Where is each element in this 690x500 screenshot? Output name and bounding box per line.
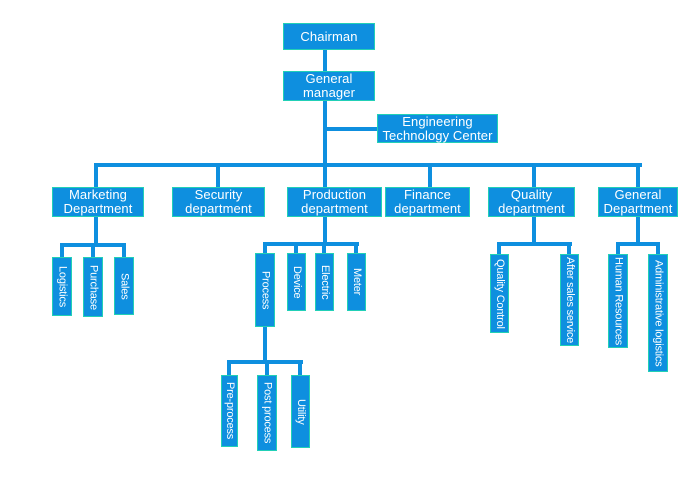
connector-drop-electric: [322, 246, 326, 253]
node-pre-process[interactable]: Pre-process: [221, 375, 238, 447]
connector-marketing-children: [94, 217, 98, 243]
connector-drop-quality: [532, 167, 536, 187]
connector-drop-sales: [122, 247, 126, 257]
connector-general-children: [636, 217, 640, 242]
node-general-department[interactable]: General Department: [598, 187, 678, 217]
node-logistics[interactable]: Logistics: [52, 257, 72, 316]
connector-departments-rail: [94, 163, 642, 167]
connector-production-rail: [263, 242, 359, 246]
node-electric[interactable]: Electric: [315, 253, 334, 311]
node-quality-department[interactable]: Quality department: [488, 187, 575, 217]
node-finance-department[interactable]: Finance department: [385, 187, 470, 217]
connector-drop-marketing: [94, 167, 98, 187]
node-engineering-technology-center[interactable]: Engineering Technology Center: [377, 114, 498, 143]
connector-drop-post-process: [265, 364, 269, 375]
node-quality-control[interactable]: Quality Control: [490, 254, 509, 333]
node-administrative-logistics[interactable]: Administrative logistics: [648, 254, 668, 372]
connector-quality-rail: [497, 242, 572, 246]
node-purchase[interactable]: Purchase: [83, 257, 103, 317]
connector-gm-engineering: [325, 127, 377, 131]
connector-process-rail: [227, 360, 303, 364]
node-meter[interactable]: Meter: [347, 253, 366, 311]
connector-drop-utility: [298, 364, 302, 375]
connector-drop-admin-logistics: [656, 246, 660, 254]
connector-drop-finance: [428, 167, 432, 187]
connector-chairman-gm: [323, 50, 327, 71]
node-after-sales-service[interactable]: After sales service: [560, 254, 579, 346]
node-human-resources[interactable]: Human Resources: [608, 254, 628, 348]
connector-drop-general: [636, 167, 640, 187]
connector-gm-main: [323, 100, 327, 187]
connector-general-rail: [616, 242, 660, 246]
connector-production-children: [323, 217, 327, 242]
node-sales[interactable]: Sales: [114, 257, 134, 315]
connector-quality-children: [532, 217, 536, 242]
node-production-department[interactable]: Production department: [287, 187, 382, 217]
connector-process-children: [263, 327, 267, 360]
connector-drop-security: [216, 167, 220, 187]
connector-drop-human-resources: [616, 246, 620, 254]
node-general-manager[interactable]: General manager: [283, 71, 375, 101]
connector-drop-device: [294, 246, 298, 253]
connector-drop-pre-process: [227, 364, 231, 375]
node-device[interactable]: Device: [287, 253, 306, 311]
node-marketing-department[interactable]: Marketing Department: [52, 187, 144, 217]
node-chairman[interactable]: Chairman: [283, 23, 375, 50]
connector-drop-meter: [354, 246, 358, 253]
node-post-process[interactable]: Post process: [257, 375, 277, 451]
connector-marketing-rail: [60, 243, 126, 247]
node-utility[interactable]: Utility: [291, 375, 310, 448]
connector-drop-quality-control: [497, 246, 501, 254]
connector-drop-after-sales: [567, 246, 571, 254]
connector-drop-logistics: [60, 247, 64, 257]
connector-drop-purchase: [91, 247, 95, 257]
node-process[interactable]: Process: [255, 253, 275, 327]
connector-drop-process: [263, 246, 267, 253]
node-security-department[interactable]: Security department: [172, 187, 265, 217]
